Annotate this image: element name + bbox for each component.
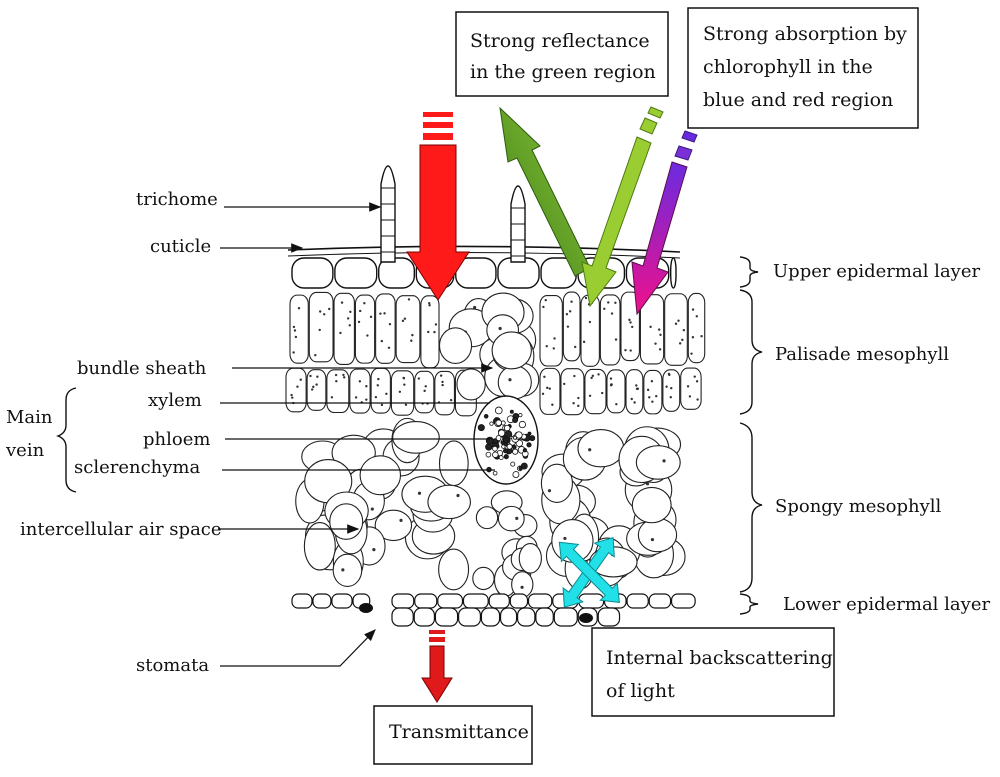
upper-epidermal-brace	[739, 256, 759, 288]
leaf-tissue	[285, 165, 706, 627]
label-main-vein-line1: Main	[6, 407, 53, 428]
reflectance-line2: in the green region	[470, 61, 656, 83]
label-xylem: xylem	[148, 390, 202, 411]
label-lower-epidermal-layer: Lower epidermal layer	[783, 594, 990, 615]
transmittance-label: Transmittance	[389, 721, 529, 743]
spongy-brace	[739, 422, 763, 593]
label-phloem: phloem	[143, 429, 210, 450]
backscatter-line2: of light	[606, 680, 675, 702]
label-stomata: stomata	[136, 655, 209, 676]
label-cuticle: cuticle	[150, 236, 211, 257]
reflectance-box: Strong reflectance in the green region	[455, 11, 669, 97]
absorption-line3: blue and red region	[703, 89, 893, 111]
absorbed-green-arrow	[581, 106, 664, 308]
label-intercellular-air-space: intercellular air space	[20, 519, 222, 540]
label-upper-epidermal-layer: Upper epidermal layer	[773, 261, 980, 282]
backscatter-box: Internal backscattering of light	[591, 627, 835, 717]
label-spongy-mesophyll: Spongy mesophyll	[775, 496, 942, 517]
absorption-box: Strong absorption by chlorophyll in the …	[687, 7, 919, 129]
palisade-brace	[739, 289, 763, 415]
absorption-line2: chlorophyll in the	[703, 56, 873, 78]
label-main-vein-line2: vein	[5, 440, 45, 461]
reflectance-line1: Strong reflectance	[470, 30, 650, 52]
main-vein-brace	[56, 387, 77, 493]
label-palisade-mesophyll: Palisade mesophyll	[775, 344, 949, 365]
backscatter-arrows	[558, 536, 620, 608]
transmitted-light-arrow	[421, 630, 453, 703]
label-sclerenchyma: sclerenchyma	[74, 457, 200, 478]
left-labels: trichome cuticle bundle sheath xylem phl…	[5, 189, 495, 676]
label-bundle-sheath: bundle sheath	[77, 358, 207, 379]
lower-epidermal-brace	[739, 593, 759, 615]
label-trichome: trichome	[136, 189, 218, 210]
absorption-line1: Strong absorption by	[703, 23, 907, 45]
green-reflection-arrow	[499, 106, 591, 277]
absorbed-blue-red-arrow	[631, 130, 698, 316]
incident-light-arrow	[406, 112, 470, 301]
transmittance-box: Transmittance	[373, 705, 533, 765]
backscatter-line1: Internal backscattering	[606, 647, 833, 669]
right-labels: Upper epidermal layer Palisade mesophyll…	[739, 256, 990, 615]
